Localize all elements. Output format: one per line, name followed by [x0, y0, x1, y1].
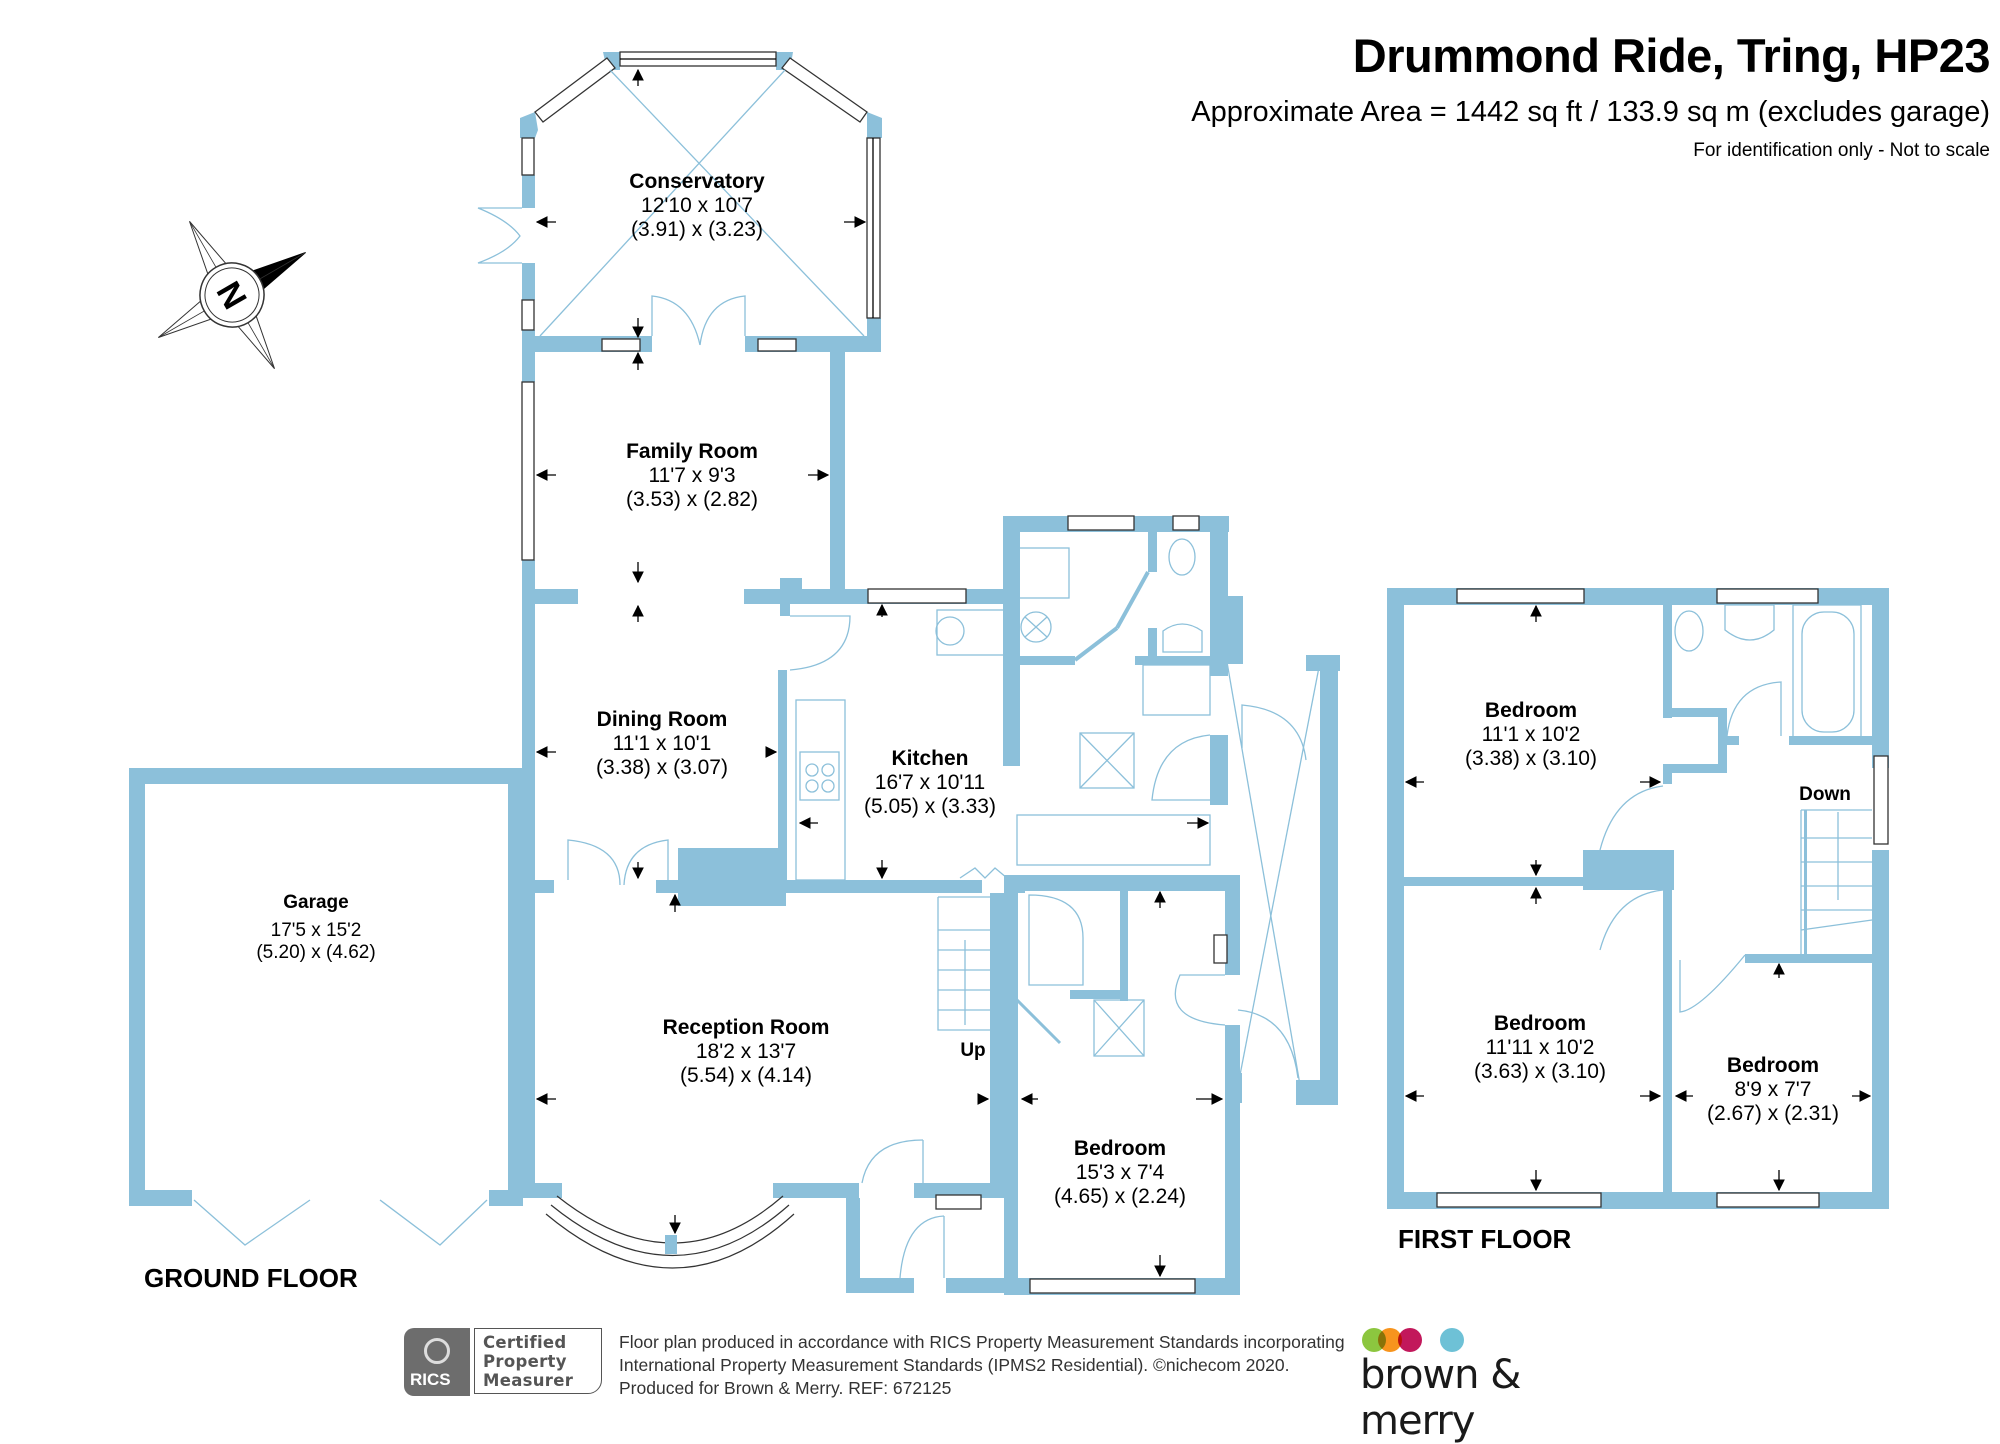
- room-name: Garage: [283, 892, 348, 913]
- room-kitchen: Kitchen 16'7 x 10'11 (5.05) x (3.33): [864, 747, 996, 818]
- compass-icon: N: [158, 221, 306, 369]
- stairs-down-label: Down: [1799, 784, 1851, 805]
- room-name: Bedroom: [1494, 1012, 1586, 1035]
- room-dim-imperial: 11'1 x 10'1: [613, 732, 712, 755]
- room-family-room: Family Room 11'7 x 9'3 (3.53) x (2.82): [626, 440, 758, 511]
- room-name: Reception Room: [663, 1016, 830, 1039]
- rics-logo-icon: RICS: [404, 1328, 470, 1396]
- room-reception-room: Reception Room 18'2 x 13'7 (5.54) x (4.1…: [663, 1016, 830, 1087]
- ground-floor-label: GROUND FLOOR: [144, 1263, 358, 1293]
- room-dining-room: Dining Room 11'1 x 10'1 (3.38) x (3.07): [596, 708, 728, 779]
- room-name: Bedroom: [1074, 1137, 1166, 1160]
- room-name: Conservatory: [629, 170, 765, 193]
- room-dim-imperial: 15'3 x 7'4: [1076, 1161, 1165, 1184]
- room-dim-metric: (3.38) x (3.07): [596, 756, 728, 779]
- footer-line: Produced for Brown & Merry. REF: 672125: [619, 1378, 952, 1398]
- ground-floor-windows: [521, 51, 1228, 1294]
- footer-credits: Floor plan produced in accordance with R…: [619, 1331, 1345, 1400]
- room-conservatory: Conservatory 12'10 x 10'7 (3.91) x (3.23…: [629, 170, 765, 241]
- room-dim-metric: (3.91) x (3.23): [631, 218, 763, 241]
- room-dim-metric: (4.65) x (2.24): [1054, 1185, 1186, 1208]
- rics-brand: RICS: [410, 1370, 451, 1389]
- ground-floor-measure-arrows: [535, 68, 1224, 1278]
- room-first-bedroom-3: Bedroom 8'9 x 7'7 (2.67) x (2.31): [1707, 1054, 1839, 1125]
- stairs-up-label: Up: [960, 1040, 985, 1061]
- certified-measurer-badge: Certified Property Measurer: [474, 1328, 602, 1394]
- disclaimer: For identification only - Not to scale: [1693, 140, 1990, 161]
- room-dim-imperial: 18'2 x 13'7: [696, 1040, 796, 1063]
- room-ground-bedroom: Bedroom 15'3 x 7'4 (4.65) x (2.24): [1054, 1137, 1186, 1208]
- room-dim-metric: (5.54) x (4.14): [680, 1064, 812, 1087]
- page-title: Drummond Ride, Tring, HP23: [1352, 29, 1991, 82]
- badge-line: Certified: [483, 1333, 567, 1352]
- room-first-bedroom-2: Bedroom 11'11 x 10'2 (3.63) x (3.10): [1474, 1012, 1606, 1083]
- room-garage: Garage 17'5 x 15'2 (5.20) x (4.62): [256, 892, 375, 963]
- logo-dot-icon: [1398, 1328, 1422, 1352]
- room-name: Dining Room: [597, 708, 728, 731]
- room-name: Bedroom: [1485, 699, 1577, 722]
- room-first-bedroom-1: Bedroom 11'1 x 10'2 (3.38) x (3.10): [1465, 699, 1597, 770]
- floor-plan: N: [129, 51, 1889, 1295]
- room-dim-imperial: 12'10 x 10'7: [641, 194, 753, 217]
- room-dim-imperial: 11'1 x 10'2: [1482, 723, 1581, 746]
- rics-lion-icon: [424, 1338, 450, 1364]
- first-floor-measure-arrows: [1404, 604, 1872, 1192]
- room-name: Bedroom: [1727, 1054, 1819, 1077]
- first-floor-fixtures: [1599, 604, 1873, 1013]
- room-dim-metric: (3.53) x (2.82): [626, 488, 758, 511]
- ground-floor-walls: [129, 52, 1340, 1295]
- approximate-area: Approximate Area = 1442 sq ft / 133.9 sq…: [1191, 96, 1990, 128]
- agent-name: brown & merry: [1360, 1352, 1521, 1444]
- room-dim-imperial: 11'7 x 9'3: [648, 464, 735, 487]
- logo-dot-icon: [1440, 1328, 1464, 1352]
- first-floor-label: FIRST FLOOR: [1398, 1224, 1572, 1254]
- room-dim-metric: (3.63) x (3.10): [1474, 1060, 1606, 1083]
- room-dim-metric: (5.05) x (3.33): [864, 795, 996, 818]
- footer-line: Floor plan produced in accordance with R…: [619, 1332, 1345, 1352]
- footer-line: International Property Measurement Stand…: [619, 1355, 1290, 1375]
- room-dim-metric: (3.38) x (3.10): [1465, 747, 1597, 770]
- room-dim-imperial: 11'11 x 10'2: [1486, 1036, 1595, 1059]
- first-floor-walls: [1387, 588, 1889, 1209]
- rics-badge: RICS Certified Property Measurer: [404, 1328, 604, 1396]
- room-dim-imperial: 17'5 x 15'2: [271, 920, 362, 941]
- ground-floor-fixtures: [193, 69, 1321, 1279]
- room-dim-imperial: 16'7 x 10'11: [875, 771, 985, 794]
- room-dim-metric: (2.67) x (2.31): [1707, 1102, 1839, 1125]
- badge-line: Property: [483, 1352, 567, 1371]
- agent-logo: brown & merry: [1360, 1326, 1640, 1444]
- room-dim-imperial: 8'9 x 7'7: [1735, 1078, 1812, 1101]
- room-name: Kitchen: [891, 747, 968, 770]
- first-floor-windows: [1436, 588, 1889, 1208]
- room-name: Family Room: [626, 440, 758, 463]
- badge-line: Measurer: [483, 1371, 574, 1390]
- room-dim-metric: (5.20) x (4.62): [256, 942, 375, 963]
